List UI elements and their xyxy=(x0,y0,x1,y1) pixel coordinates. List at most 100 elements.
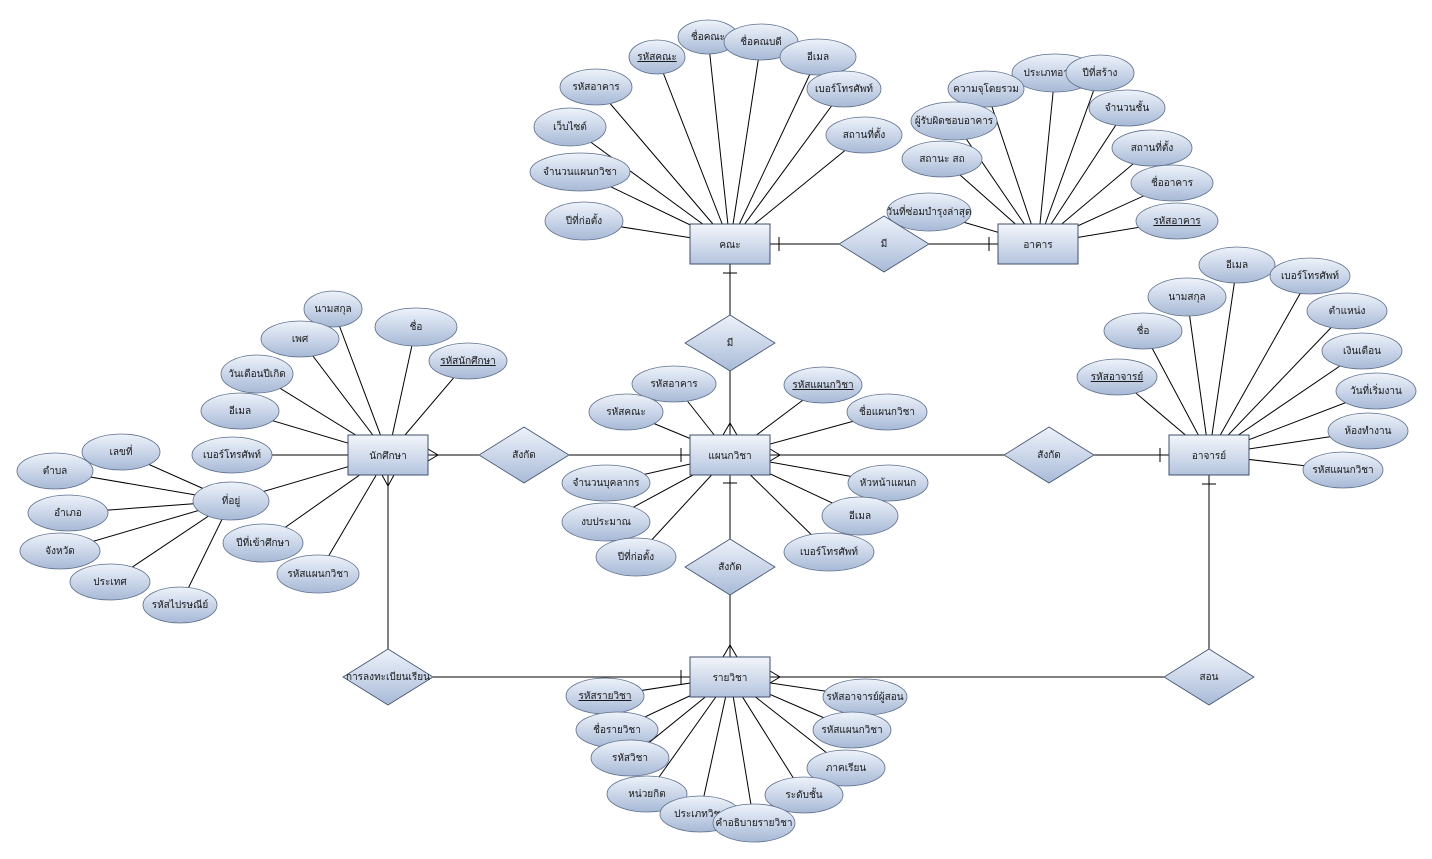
svg-text:ที่อยู่: ที่อยู่ xyxy=(222,493,240,507)
svg-text:งบประมาณ: งบประมาณ xyxy=(581,517,631,528)
entity-department: แผนกวิชา xyxy=(689,434,771,476)
student-attributes: นามสกุล เพศ ชื่อ รหัสนักศึกษา วันเดือนปี… xyxy=(191,290,508,594)
svg-text:รหัสแผนกวิชา: รหัสแผนกวิชา xyxy=(1312,465,1373,476)
faculty-attributes: รหัสคณะ ชื่อคณะ ชื่อคณบดี อีเมล เบอร์โทร… xyxy=(529,19,903,241)
attr-teacher-id: รหัสอาจารย์ xyxy=(1076,358,1158,396)
svg-text:นักศึกษา: นักศึกษา xyxy=(369,450,407,462)
attr-faculty-id: รหัสคณะ xyxy=(628,39,686,75)
svg-text:ความจุโดยรวม: ความจุโดยรวม xyxy=(953,82,1019,95)
svg-text:อีเมล: อีเมล xyxy=(1226,259,1248,271)
attr-course-description: คำอธิบายรายวิชา xyxy=(712,803,796,843)
svg-text:จังหวัด: จังหวัด xyxy=(45,546,74,557)
attr-student-enroll-year: ปีที่เข้าศึกษา xyxy=(222,523,304,563)
svg-text:รหัสรายวิชา: รหัสรายวิชา xyxy=(579,691,632,702)
attr-student-gender: เพศ xyxy=(260,320,340,358)
attr-faculty-location: สถานที่ตั้ง xyxy=(825,116,903,154)
attr-teacher-phone: เบอร์โทรศัพท์ xyxy=(1269,257,1351,295)
attr-faculty-dept-count: จำนวนแผนกวิชา xyxy=(529,152,631,192)
attr-dept-faculty-id: รหัสคณะ xyxy=(588,393,664,431)
svg-text:ประเภทอาคาร: ประเภทอาคาร xyxy=(1024,68,1088,79)
course-attributes: รหัสรายวิชา รหัสอาจารย์ผู้สอน ชื่อรายวิช… xyxy=(565,677,908,843)
attr-course-id: รหัสรายวิชา xyxy=(565,677,645,715)
svg-text:สังกัด: สังกัด xyxy=(1037,450,1061,461)
svg-text:ผู้รับผิดชอบอาคาร: ผู้รับผิดชอบอาคาร xyxy=(915,115,994,127)
attr-address-district: อำเภอ xyxy=(27,494,109,532)
svg-text:สถานะ สถ: สถานะ สถ xyxy=(919,154,964,165)
attr-teacher-email: อีเมล xyxy=(1198,246,1276,284)
svg-text:ประเภทวิชา: ประเภทวิชา xyxy=(674,809,726,820)
svg-text:เพศ: เพศ xyxy=(292,334,309,345)
svg-text:รหัสอาคาร: รหัสอาคาร xyxy=(1153,216,1201,227)
attr-faculty-building-id: รหัสอาคาร xyxy=(559,68,633,106)
rel-student-department: สังกัด xyxy=(478,426,570,484)
attr-dept-email: อีเมล xyxy=(821,496,899,536)
svg-text:ชื่อคณะ: ชื่อคณะ xyxy=(691,29,725,43)
attr-address-province: จังหวัด xyxy=(19,532,101,570)
svg-text:สถานที่ตั้ง: สถานที่ตั้ง xyxy=(843,127,886,141)
svg-text:รายวิชา: รายวิชา xyxy=(713,673,748,684)
attr-faculty-phone: เบอร์โทรศัพท์ xyxy=(806,70,882,108)
attr-teacher-lastname: นามสกุล xyxy=(1147,277,1227,317)
attr-address-subdistrict: ตำบล xyxy=(16,452,94,490)
svg-text:นามสกุล: นามสกุล xyxy=(314,304,351,315)
svg-text:หน่วยกิต: หน่วยกิต xyxy=(628,789,665,800)
svg-text:รหัสคณะ: รหัสคณะ xyxy=(637,52,676,63)
svg-text:อาจารย์: อาจารย์ xyxy=(1192,450,1226,462)
entities: คณะ อาคาร แผนกวิชา นักศึกษา อาจารย์ รายว… xyxy=(347,223,1250,698)
svg-text:ตำแหน่ง: ตำแหน่ง xyxy=(1329,306,1366,317)
svg-text:ตำบล: ตำบล xyxy=(43,466,68,477)
attr-faculty-website: เว็บไซต์ xyxy=(533,107,607,147)
svg-text:เว็บไซต์: เว็บไซต์ xyxy=(553,119,587,133)
svg-text:เลขที่: เลขที่ xyxy=(110,444,133,458)
entity-student: นักศึกษา xyxy=(347,434,429,476)
svg-text:ปีที่ก่อตั้ง: ปีที่ก่อตั้ง xyxy=(565,213,602,227)
attr-teacher-position: ตำแหน่ง xyxy=(1306,292,1388,330)
attr-student-id: รหัสนักศึกษา xyxy=(428,342,508,380)
attr-faculty-founded: ปีที่ก่อตั้ง xyxy=(544,201,624,241)
attr-teacher-office: ห้องทำงาน xyxy=(1327,412,1409,450)
svg-text:มี: มี xyxy=(727,337,734,349)
attr-student-lastname: นามสกุล xyxy=(303,290,363,328)
svg-text:ปีที่เข้าศึกษา: ปีที่เข้าศึกษา xyxy=(236,535,290,549)
svg-text:รหัสอาคาร: รหัสอาคาร xyxy=(572,82,620,93)
attr-course-subject-code: รหัสวิชา xyxy=(590,739,670,777)
attr-building-status: สถานะ สถ xyxy=(901,140,983,178)
svg-text:คำอธิบายรายวิชา: คำอธิบายรายวิชา xyxy=(715,818,792,829)
building-attributes: ประเภทอาคาร ปีที่สร้าง ความจุโดยรวม จำนว… xyxy=(887,53,1219,240)
attr-student-phone: เบอร์โทรศัพท์ xyxy=(191,436,273,474)
svg-text:อีเมล: อีเมล xyxy=(807,51,829,63)
svg-text:รหัสอาคาร: รหัสอาคาร xyxy=(650,379,698,390)
svg-text:วันที่เริ่มงาน: วันที่เริ่มงาน xyxy=(1350,383,1402,397)
attr-dept-id: รหัสแผนกวิชา xyxy=(783,366,863,404)
svg-text:สังกัด: สังกัด xyxy=(718,562,742,573)
rel-department-teacher: สังกัด xyxy=(1003,426,1095,484)
svg-text:อำเภอ: อำเภอ xyxy=(54,508,82,519)
attr-address-house-no: เลขที่ xyxy=(81,433,161,471)
svg-text:ชื่อ: ชื่อ xyxy=(410,319,423,333)
attr-dept-founded: ปีที่ก่อตั้ง xyxy=(595,537,677,577)
attr-building-location: สถานที่ตั้ง xyxy=(1111,129,1193,167)
attr-course-dept-id: รหัสแผนกวิชา xyxy=(812,711,892,749)
attr-building-name: ชื่ออาคาร xyxy=(1130,164,1214,202)
entity-course: รายวิชา xyxy=(689,656,771,698)
attr-course-credits: หน่วยกิต xyxy=(606,775,688,813)
svg-text:ปีที่สร้าง: ปีที่สร้าง xyxy=(1082,65,1118,79)
svg-text:วันเดือนปีเกิด: วันเดือนปีเกิด xyxy=(228,368,286,380)
svg-text:เงินเดือน: เงินเดือน xyxy=(1343,345,1381,357)
attr-dept-budget: งบประมาณ xyxy=(561,502,651,542)
attr-building-maintenance: วันที่ซ่อมบำรุงล่าสุด xyxy=(887,192,972,232)
attr-building-floors: จำนวนชั้น xyxy=(1088,89,1166,127)
attr-dept-name: ชื่อแผนกวิชา xyxy=(846,393,928,431)
svg-text:ชื่อรายวิชา: ชื่อรายวิชา xyxy=(593,722,641,736)
attr-dept-building-id: รหัสอาคาร xyxy=(631,365,717,403)
svg-text:รหัสคณะ: รหัสคณะ xyxy=(606,407,645,418)
rel-faculty-building: มี xyxy=(838,215,930,273)
svg-text:เบอร์โทรศัพท์: เบอร์โทรศัพท์ xyxy=(1281,269,1339,282)
svg-text:เบอร์โทรศัพท์: เบอร์โทรศัพท์ xyxy=(815,82,873,95)
address-attributes: เลขที่ ตำบล อำเภอ จังหวัด ประเทศ รหัสไปร… xyxy=(16,433,218,624)
attr-faculty-email: อีเมล xyxy=(779,38,857,76)
attr-faculty-name: ชื่อคณะ xyxy=(677,19,739,55)
attr-faculty-dean: ชื่อคณบดี xyxy=(723,23,799,61)
attr-student-firstname: ชื่อ xyxy=(374,307,458,347)
attr-student-birthdate: วันเดือนปีเกิด xyxy=(220,354,294,394)
